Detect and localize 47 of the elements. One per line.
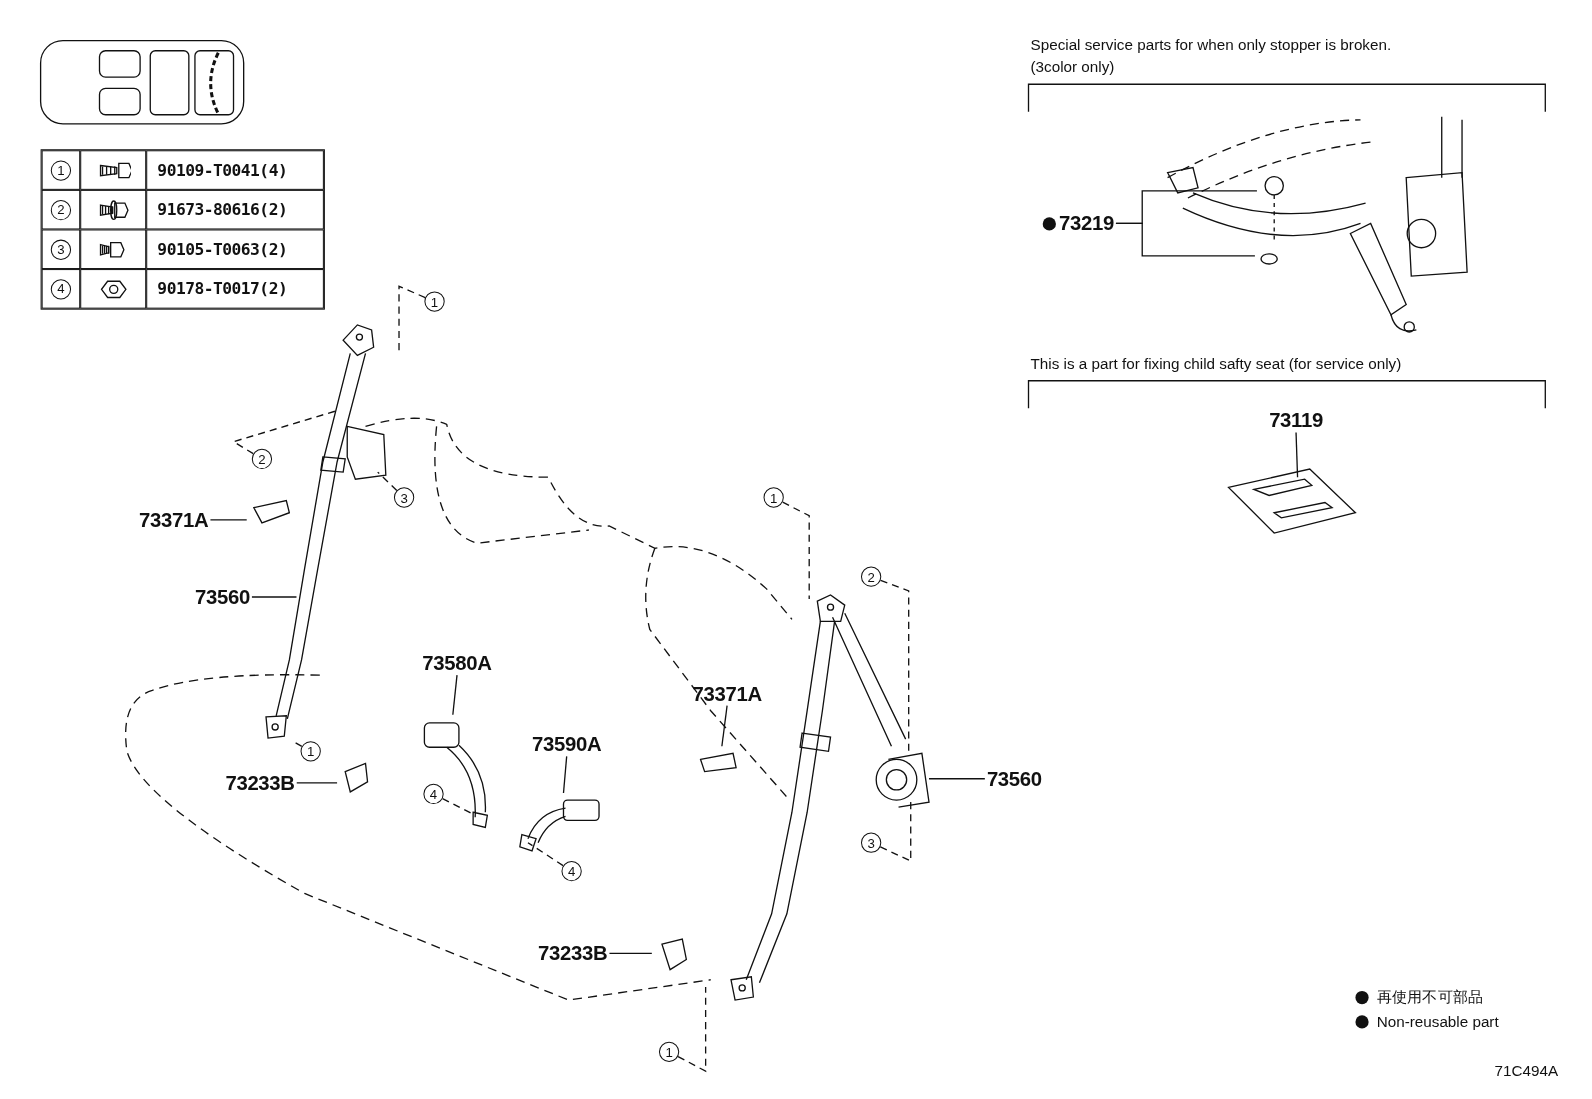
part-number: 90105-T0063(2) — [157, 239, 288, 259]
note-text: (3color only) — [1030, 57, 1115, 76]
part-number: 73371A — [692, 681, 762, 706]
leader-line — [928, 778, 986, 780]
part-number: 73371A — [139, 507, 209, 532]
part-number: 91673-80616(2) — [157, 200, 288, 220]
part-number: 73580A — [422, 650, 492, 676]
part-number: 73560 — [986, 766, 1042, 791]
callout-number: 1 — [424, 291, 445, 312]
leader-line — [209, 519, 248, 521]
legend-text: 再使用不可部品 — [1376, 987, 1484, 1008]
callout-number: 3 — [393, 487, 415, 508]
callout-number: 2 — [251, 448, 273, 470]
part-number: 90109-T0041(4) — [157, 160, 288, 180]
leader-line — [1115, 222, 1256, 257]
leader-line — [677, 986, 707, 1073]
leader-line — [608, 952, 653, 955]
leader-line — [377, 471, 398, 492]
leader-line — [721, 705, 728, 747]
legend-text: Non-reusable part — [1376, 1013, 1499, 1031]
callout-number: 2 — [861, 566, 882, 587]
part-number: 73233B — [538, 941, 608, 966]
leader-line — [879, 801, 912, 862]
callout-number: 1 — [763, 487, 784, 508]
drawing-code: 71C494A — [1494, 1062, 1559, 1080]
callout-number: 3 — [861, 832, 882, 853]
callout-number: 4 — [561, 861, 582, 882]
note-text: Special service parts for when only stopper is broken. — [1030, 35, 1392, 53]
leader-line — [562, 755, 568, 794]
callout-number: 1 — [658, 1041, 680, 1062]
part-number: 73219 — [1058, 211, 1114, 236]
leader-line — [527, 842, 564, 867]
leader-line — [296, 782, 338, 784]
part-number: 73119 — [1269, 408, 1323, 433]
callout-number: 4 — [423, 783, 444, 805]
part-number: 73233B — [225, 770, 295, 795]
leader-line — [782, 501, 810, 600]
leader-line — [879, 579, 910, 752]
part-number: 73560 — [194, 584, 250, 610]
callout-number: 1 — [300, 741, 321, 762]
leader-line — [452, 674, 458, 716]
note-text: This is a part for fixing child safty seat (for service only) — [1030, 354, 1402, 372]
leader-line — [251, 596, 298, 598]
part-number: 73590A — [532, 732, 602, 757]
leader-line — [1295, 431, 1299, 478]
part-number: 90178-T0017(2) — [157, 279, 288, 299]
leader-line — [293, 741, 303, 747]
